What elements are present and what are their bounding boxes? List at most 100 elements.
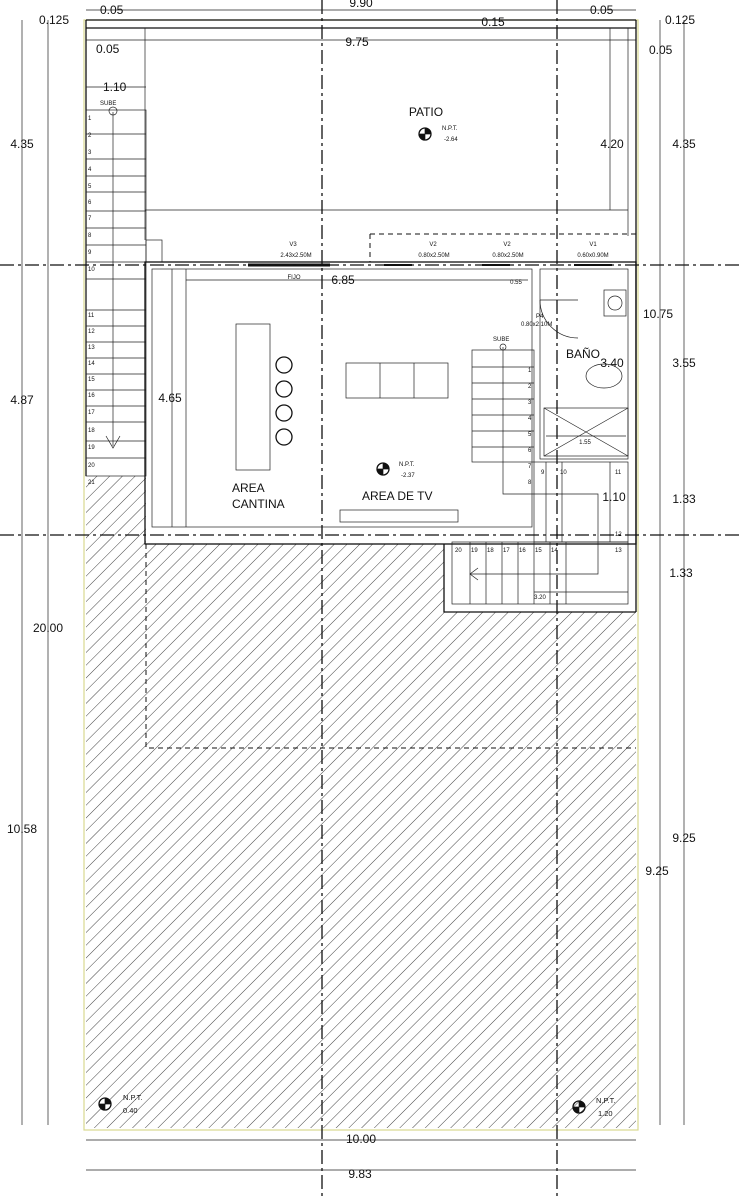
room-label-cantina-line-1: AREA [232,481,265,495]
stair-step-number: 17 [88,410,95,416]
sofa-cushions [379,363,415,398]
stair-step-number: 8 [528,480,532,486]
stair-step-number: 4 [528,416,532,422]
bar-stool-3 [275,404,293,422]
dim-right-925a: 9.25 [672,831,696,845]
window-v2-b-size: 0.80x2.50M [492,253,523,259]
hatched-ground-area [86,476,636,1128]
window-v1-size: 0.60x0.90M [577,253,608,259]
stair-step-number: 10 [88,267,95,273]
dim-bano-155: 1.55 [579,440,591,446]
stair-step-number: 7 [528,464,532,470]
left-stair-riser-lines [86,133,146,459]
stair-step-number: 19 [471,548,478,554]
stair-step-number: 11 [88,313,95,319]
main-enclosure [144,261,637,545]
dim-patio-420: 4.20 [600,137,624,151]
outer-wall-top [86,19,636,29]
stair-step-number: 14 [88,361,95,367]
left-stair-sube-label: SUBE [100,101,116,107]
npt-label-patio: N.P.T. [442,126,458,132]
stair-step-number: 17 [503,548,510,554]
door-p4-label: P4 [536,314,544,320]
stair-step-number: 9 [88,250,92,256]
dim-top-015: 0.15 [481,15,505,29]
bottom-stair-risers [469,542,567,604]
dim-right-435: 4.35 [672,137,696,151]
stair-step-number: 1 [88,116,92,122]
left-stair [85,109,147,477]
dim-bottom-983: 9.83 [348,1167,372,1181]
lower-dashed-boundary [145,544,636,749]
dim-right-1075: 10.75 [643,307,673,321]
stair-step-number: 18 [88,428,95,434]
stair-step-number: 3 [528,400,532,406]
stair-step-number: 10 [560,470,567,476]
dim-top-975: 9.75 [345,35,369,49]
stair-step-number: 6 [88,200,92,206]
stair-step-number: 3 [88,150,92,156]
npt-label-bottom-right: N.P.T. [596,1096,615,1105]
sink [603,289,627,317]
main-room-inner [151,268,533,528]
dim-right-005: 0.05 [649,43,673,57]
npt-marker-patio [418,127,432,141]
shower-glass [543,407,629,457]
lower-enclosure [443,544,636,613]
right-stair-sube-marker [499,343,507,351]
window-v3-size: 2.43x2.50M [280,253,311,259]
stair-step-number: 15 [535,548,542,554]
stair-step-number: 4 [88,167,92,173]
dim-left-2000: 20.00 [33,621,63,635]
stair-step-number: 20 [455,548,462,554]
dim-top-right-005: 0.05 [590,3,614,17]
toilet [585,363,623,389]
right-stair-sube-label: SUBE [493,337,509,343]
window-v2-a-size: 0.80x2.50M [418,253,449,259]
window-v2-b-label: V2 [503,242,511,248]
dim-top-left-005: 0.05 [100,3,124,17]
door-p4-size: 0.80x2.10M [521,322,552,328]
shower [543,407,629,457]
npt-label-bottom-left: N.P.T. [123,1093,142,1102]
room-label-tv: AREA DE TV [362,489,432,503]
dim-top-right-0125: 0.125 [665,13,695,27]
dim-right-133b: 1.33 [669,566,693,580]
stair-step-number: 5 [528,432,532,438]
stair-step-number: 2 [88,133,92,139]
sofa [345,362,449,399]
stair-step-number: 16 [519,548,526,554]
npt-value-bottom-right: 1.20 [598,1109,613,1118]
landing-lines [545,462,611,542]
dim-right-133a: 1.33 [672,492,696,506]
bottom-stair [451,541,629,605]
npt-value-bottom-left: 0.40 [123,1106,138,1115]
stair-step-number: 13 [88,345,95,351]
dim-v-055: 0.55 [510,280,522,286]
dim-bottom-1000: 10.00 [346,1132,376,1146]
npt-value-patio: -2.64 [444,137,458,143]
window-v1-label: V1 [589,242,597,248]
bar-stool-4 [275,428,293,446]
dim-lines [21,9,685,1171]
dim-left-005: 0.05 [96,42,120,56]
dim-right-925b: 9.25 [645,864,669,878]
stair-step-number: 14 [551,548,558,554]
patio-inner-wall [144,28,629,240]
room-label-cantina-line-2: CANTINA [232,497,285,511]
stair-step-number: 6 [528,448,532,454]
dim-left-435: 4.35 [10,137,34,151]
dim-width-685: 6.85 [331,273,355,287]
stair-step-number: 15 [88,377,95,383]
left-stair-arrow [105,112,121,449]
left-stair-sube-marker [108,106,118,116]
stair-step-number: 13 [615,548,622,554]
tv-console [339,509,459,523]
stair-step-number: 19 [88,445,95,451]
upper-dashed-line [369,233,636,262]
stair-step-number: 1 [528,368,532,374]
dim-left-1058: 10.58 [7,822,37,836]
